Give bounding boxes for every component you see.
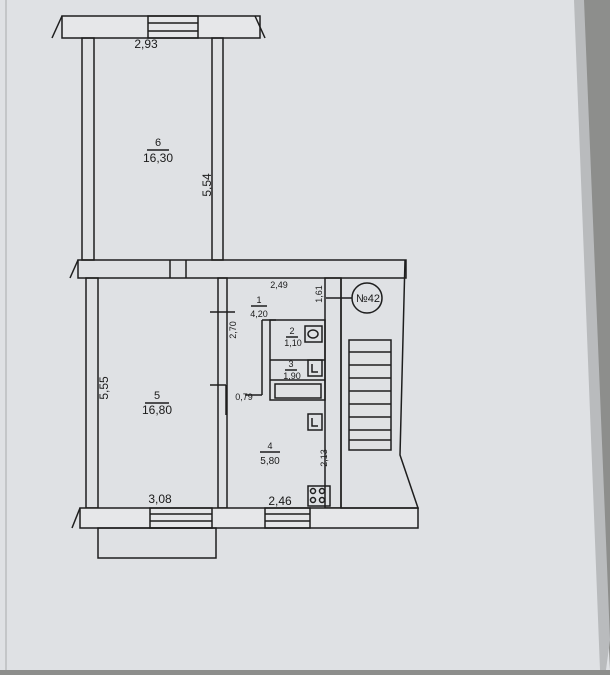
stairwell-outline xyxy=(340,259,420,509)
balcony xyxy=(97,527,217,559)
dim-room5-width: 3,08 xyxy=(148,492,172,506)
stairs xyxy=(348,339,392,451)
room3-number: 3 xyxy=(288,359,293,369)
room2-area: 1,10 xyxy=(284,338,302,348)
kitchen-sink xyxy=(307,413,323,431)
middle-wall xyxy=(77,259,407,279)
dim-room4-length: 2,13 xyxy=(319,449,329,467)
room4-number: 4 xyxy=(267,441,272,451)
room6-area: 16,30 xyxy=(143,151,173,165)
room5-number: 5 xyxy=(154,390,160,402)
room1-area: 4,20 xyxy=(250,309,268,319)
top-wall xyxy=(61,15,261,39)
bottom-wall xyxy=(79,507,419,529)
top-window xyxy=(147,15,199,39)
room2-number: 2 xyxy=(289,326,294,336)
sink-fixture xyxy=(307,359,323,377)
dim-room5-length: 5,55 xyxy=(97,376,111,400)
dim-wc-width: 0,79 xyxy=(235,392,253,402)
toilet-fixture xyxy=(304,325,323,343)
stove xyxy=(307,485,331,507)
dim-room6-width: 2,93 xyxy=(134,37,158,51)
dim-room6-length: 5,54 xyxy=(200,173,214,197)
dim-room1-side: 1,61 xyxy=(314,285,324,303)
bottom-window-right xyxy=(264,507,311,529)
dim-room4-width: 2,46 xyxy=(268,494,292,508)
apartment-number: №42 xyxy=(356,293,380,305)
room6-number: 6 xyxy=(155,137,161,149)
room1-number: 1 xyxy=(256,295,261,305)
dim-room1-width: 2,49 xyxy=(270,280,288,290)
dim-room1-depth: 2,70 xyxy=(228,321,238,339)
paper-shadow-edge xyxy=(574,0,610,670)
room3-area: 1,90 xyxy=(283,371,301,381)
room5-area: 16,80 xyxy=(142,403,172,417)
room4-area: 5,80 xyxy=(260,456,280,467)
bath-fixture xyxy=(274,383,322,399)
